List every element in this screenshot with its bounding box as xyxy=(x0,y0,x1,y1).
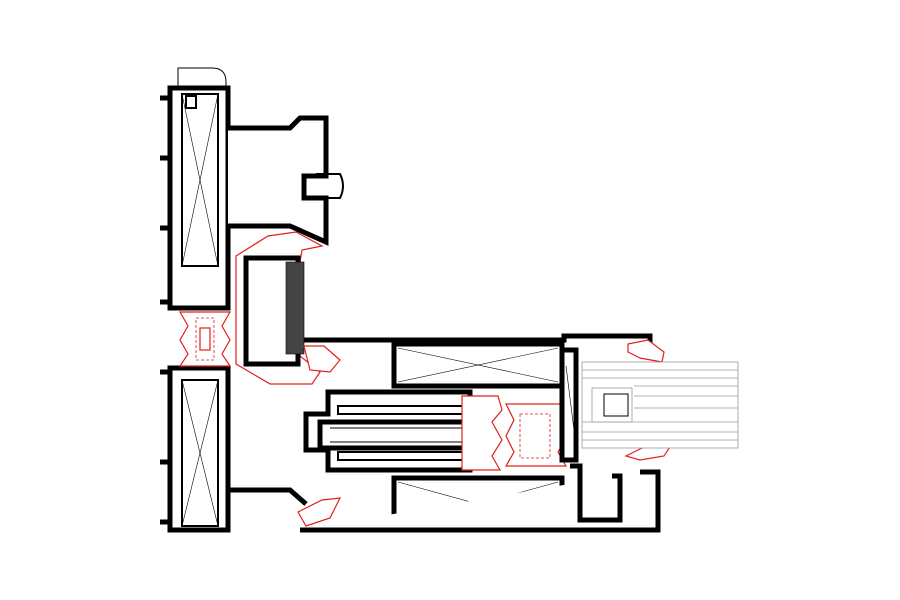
thermal-break-left xyxy=(178,311,232,367)
frame-upper-outer xyxy=(167,85,231,311)
thermal-strip-inner xyxy=(195,317,215,361)
bead-cross-1 xyxy=(565,365,577,447)
glazing-bead xyxy=(559,347,579,463)
sash-bottom xyxy=(228,469,661,533)
sash-bottom-bar xyxy=(300,469,661,533)
thermal-strip-center xyxy=(461,395,503,471)
box-cross-2 xyxy=(397,347,559,383)
spacer-inner xyxy=(603,393,629,417)
left-frame-lower xyxy=(160,365,231,533)
frame-lower-chamber xyxy=(181,379,219,527)
frame-fins-upper xyxy=(160,95,170,305)
glazing-gasket-top xyxy=(627,339,665,363)
glass-pane xyxy=(581,361,739,449)
thermal-core xyxy=(199,327,211,351)
thermal-break-center xyxy=(461,395,569,471)
sash-cladding xyxy=(235,231,324,385)
roller-body xyxy=(317,419,483,451)
sash-top xyxy=(303,333,653,389)
sash-center xyxy=(303,389,483,473)
upper-transom xyxy=(228,115,344,246)
transom-hook xyxy=(316,173,344,199)
spacer-bar xyxy=(591,387,633,423)
thermal-core-center xyxy=(519,413,551,459)
left-frame-upper xyxy=(160,67,231,311)
brush-seal xyxy=(285,261,305,355)
thermal-strip-right xyxy=(504,403,569,467)
frame-clip xyxy=(185,95,197,109)
transom-body xyxy=(228,115,329,246)
chamber-cross-4 xyxy=(181,379,219,527)
glazing-lower xyxy=(570,463,623,523)
frame-cap xyxy=(177,67,227,88)
sash-top-gasket xyxy=(303,345,341,373)
lower-transom-link xyxy=(228,487,308,506)
chamber-cross-2 xyxy=(181,93,219,267)
frame-upper-chamber xyxy=(181,93,219,267)
sash-bottom-gasket xyxy=(297,497,342,527)
frame-fins-lower xyxy=(160,369,170,525)
